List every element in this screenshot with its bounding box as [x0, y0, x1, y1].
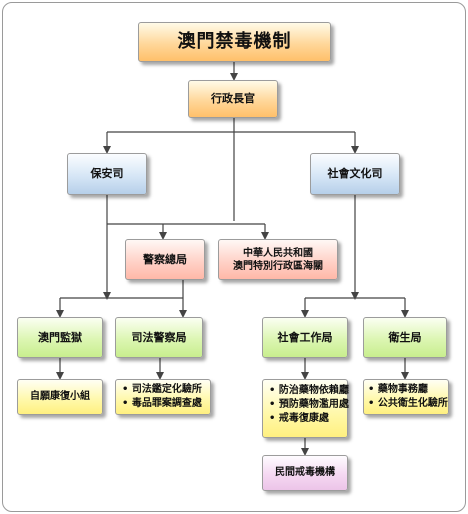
node-ngo: 民間戒毒機構	[262, 455, 348, 491]
node-health: 衛生局	[363, 317, 447, 358]
list-item: • 公共衛生化驗所	[368, 398, 448, 409]
node-prison: 澳門監獄	[17, 317, 103, 358]
node-security: 保安司	[67, 153, 147, 195]
list-item: • 藥物事務廳	[368, 384, 428, 395]
list-item: • 毒品罪案調查處	[122, 398, 202, 409]
list-item: • 防治藥物依賴廳	[269, 385, 349, 396]
node-judiciary-sub-units: • 司法鑑定化驗所 • 毒品罪案調查處	[115, 379, 211, 415]
node-self-help-group: 自願康復小組	[17, 379, 103, 415]
node-judiciary-police: 司法警察局	[115, 317, 203, 358]
node-social-culture: 社會文化司	[310, 153, 400, 195]
diagram-title: 澳門禁毒機制	[177, 31, 292, 52]
node-welfare-sub-units: • 防治藥物依賴廳 • 預防藥物濫用處 • 戒毒復康處	[262, 379, 349, 438]
list-item: • 預防藥物濫用處	[269, 399, 349, 410]
list-item: • 戒毒復康處	[269, 413, 329, 424]
list-item: • 司法鑑定化驗所	[122, 384, 202, 395]
node-social-welfare: 社會工作局	[262, 317, 348, 358]
title-box: 澳門禁毒機制	[138, 22, 331, 62]
node-police-general: 警察總局	[125, 239, 205, 280]
node-customs: 中華人民共和國 澳門特別行政區海關	[218, 239, 338, 280]
node-chief-executive: 行政長官	[188, 80, 278, 118]
node-health-sub-units: • 藥物事務廳 • 公共衛生化驗所	[363, 379, 449, 415]
